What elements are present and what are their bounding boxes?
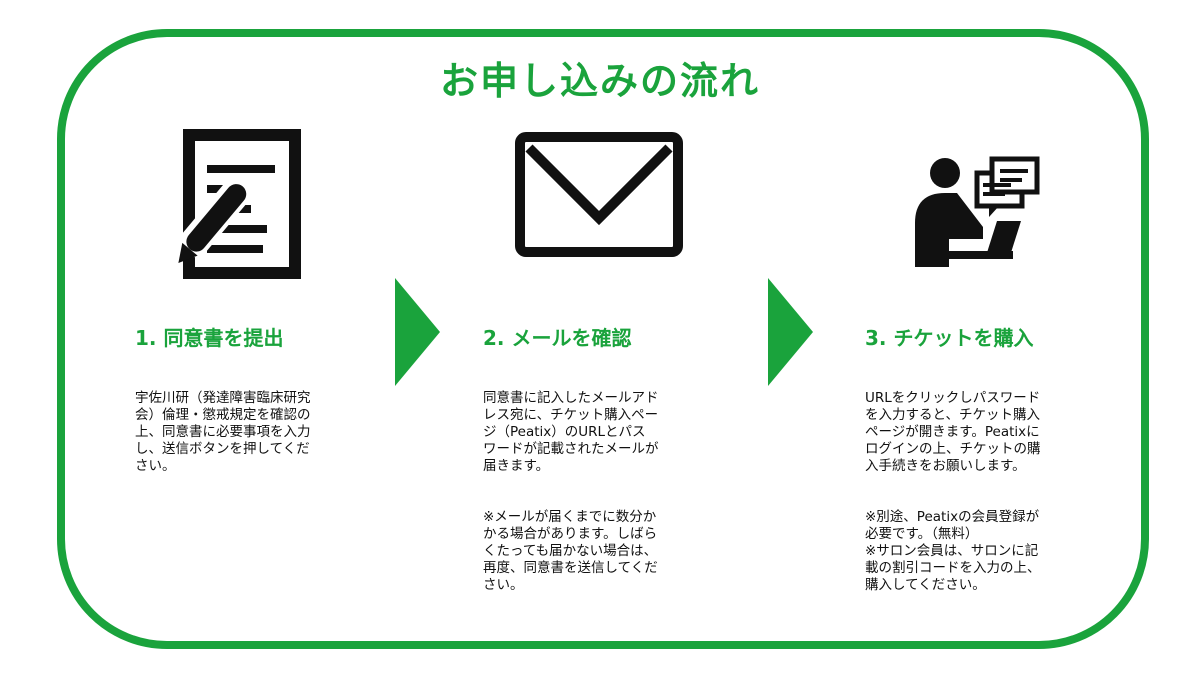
person-computer-chat-icon	[915, 156, 1040, 267]
step-1-title: 1. 同意書を提出	[135, 326, 284, 350]
step-2-title: 2. メールを確認	[483, 326, 632, 350]
step-3-note: ※別途、Peatixの会員登録が 必要です。（無料） ※サロン会員は、サロンに記…	[865, 509, 1041, 593]
step-3-body: URLをクリックしパスワード を入力すると、チケット購入 ページが開きます。Pe…	[865, 373, 1105, 611]
document-pen-icon	[178, 129, 301, 279]
step-3-description: URLをクリックしパスワード を入力すると、チケット購入 ページが開きます。Pe…	[865, 390, 1041, 474]
page-title: お申し込みの流れ	[439, 59, 760, 103]
envelope-icon	[515, 132, 683, 257]
next-arrow	[395, 278, 440, 386]
step-2-note: ※メールが届くまでに数分か かる場合があります。しばら くたっても届かない場合は…	[483, 509, 658, 593]
step-1-body: 宇佐川研（発達障害臨床研究 会）倫理・懲戒規定を確認の 上、同意書に必要事項を入…	[135, 373, 375, 492]
step-1-description: 宇佐川研（発達障害臨床研究 会）倫理・懲戒規定を確認の 上、同意書に必要事項を入…	[135, 390, 311, 474]
step-2-body: 同意書に記入したメールアド レス宛に、チケット購入ペー ジ（Peatix）のUR…	[483, 373, 723, 611]
step-2-description: 同意書に記入したメールアド レス宛に、チケット購入ペー ジ（Peatix）のUR…	[483, 390, 659, 474]
step-3-title: 3. チケットを購入	[865, 326, 1034, 350]
next-arrow	[768, 278, 813, 386]
rounded-frame	[57, 29, 1149, 649]
